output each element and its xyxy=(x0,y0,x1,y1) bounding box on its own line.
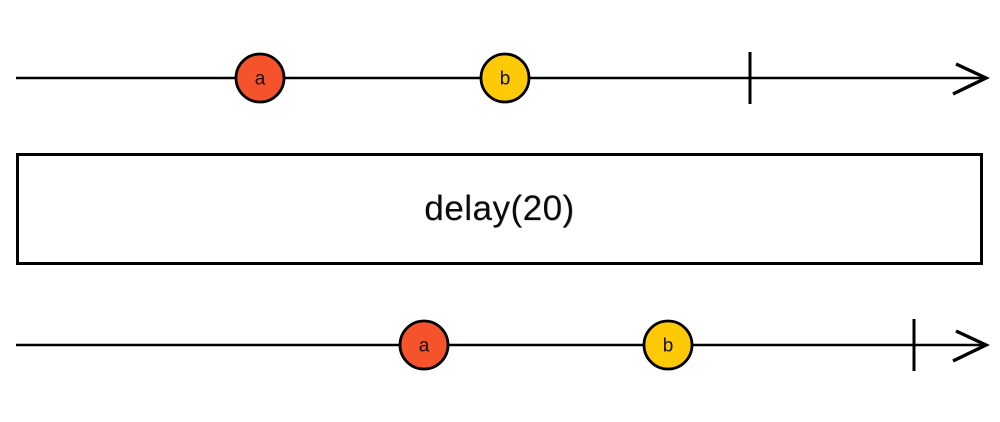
arrowhead-icon xyxy=(952,62,990,96)
output-marble-b: b xyxy=(642,319,694,371)
operator-box: delay(20) xyxy=(16,153,983,265)
output-marble-a: a xyxy=(398,319,450,371)
input-marble-a: a xyxy=(234,52,286,104)
arrowhead-icon xyxy=(952,329,990,363)
marble-circle xyxy=(398,319,450,371)
marble-label: a xyxy=(255,69,266,90)
operator-label: delay(20) xyxy=(424,189,575,228)
marble-circle xyxy=(479,52,531,104)
marble-label: b xyxy=(663,336,674,357)
marble-circle xyxy=(234,52,286,104)
input-marble-b: b xyxy=(479,52,531,104)
marble-label: b xyxy=(500,69,511,90)
marble-label: a xyxy=(419,336,430,357)
marble-circle xyxy=(642,319,694,371)
